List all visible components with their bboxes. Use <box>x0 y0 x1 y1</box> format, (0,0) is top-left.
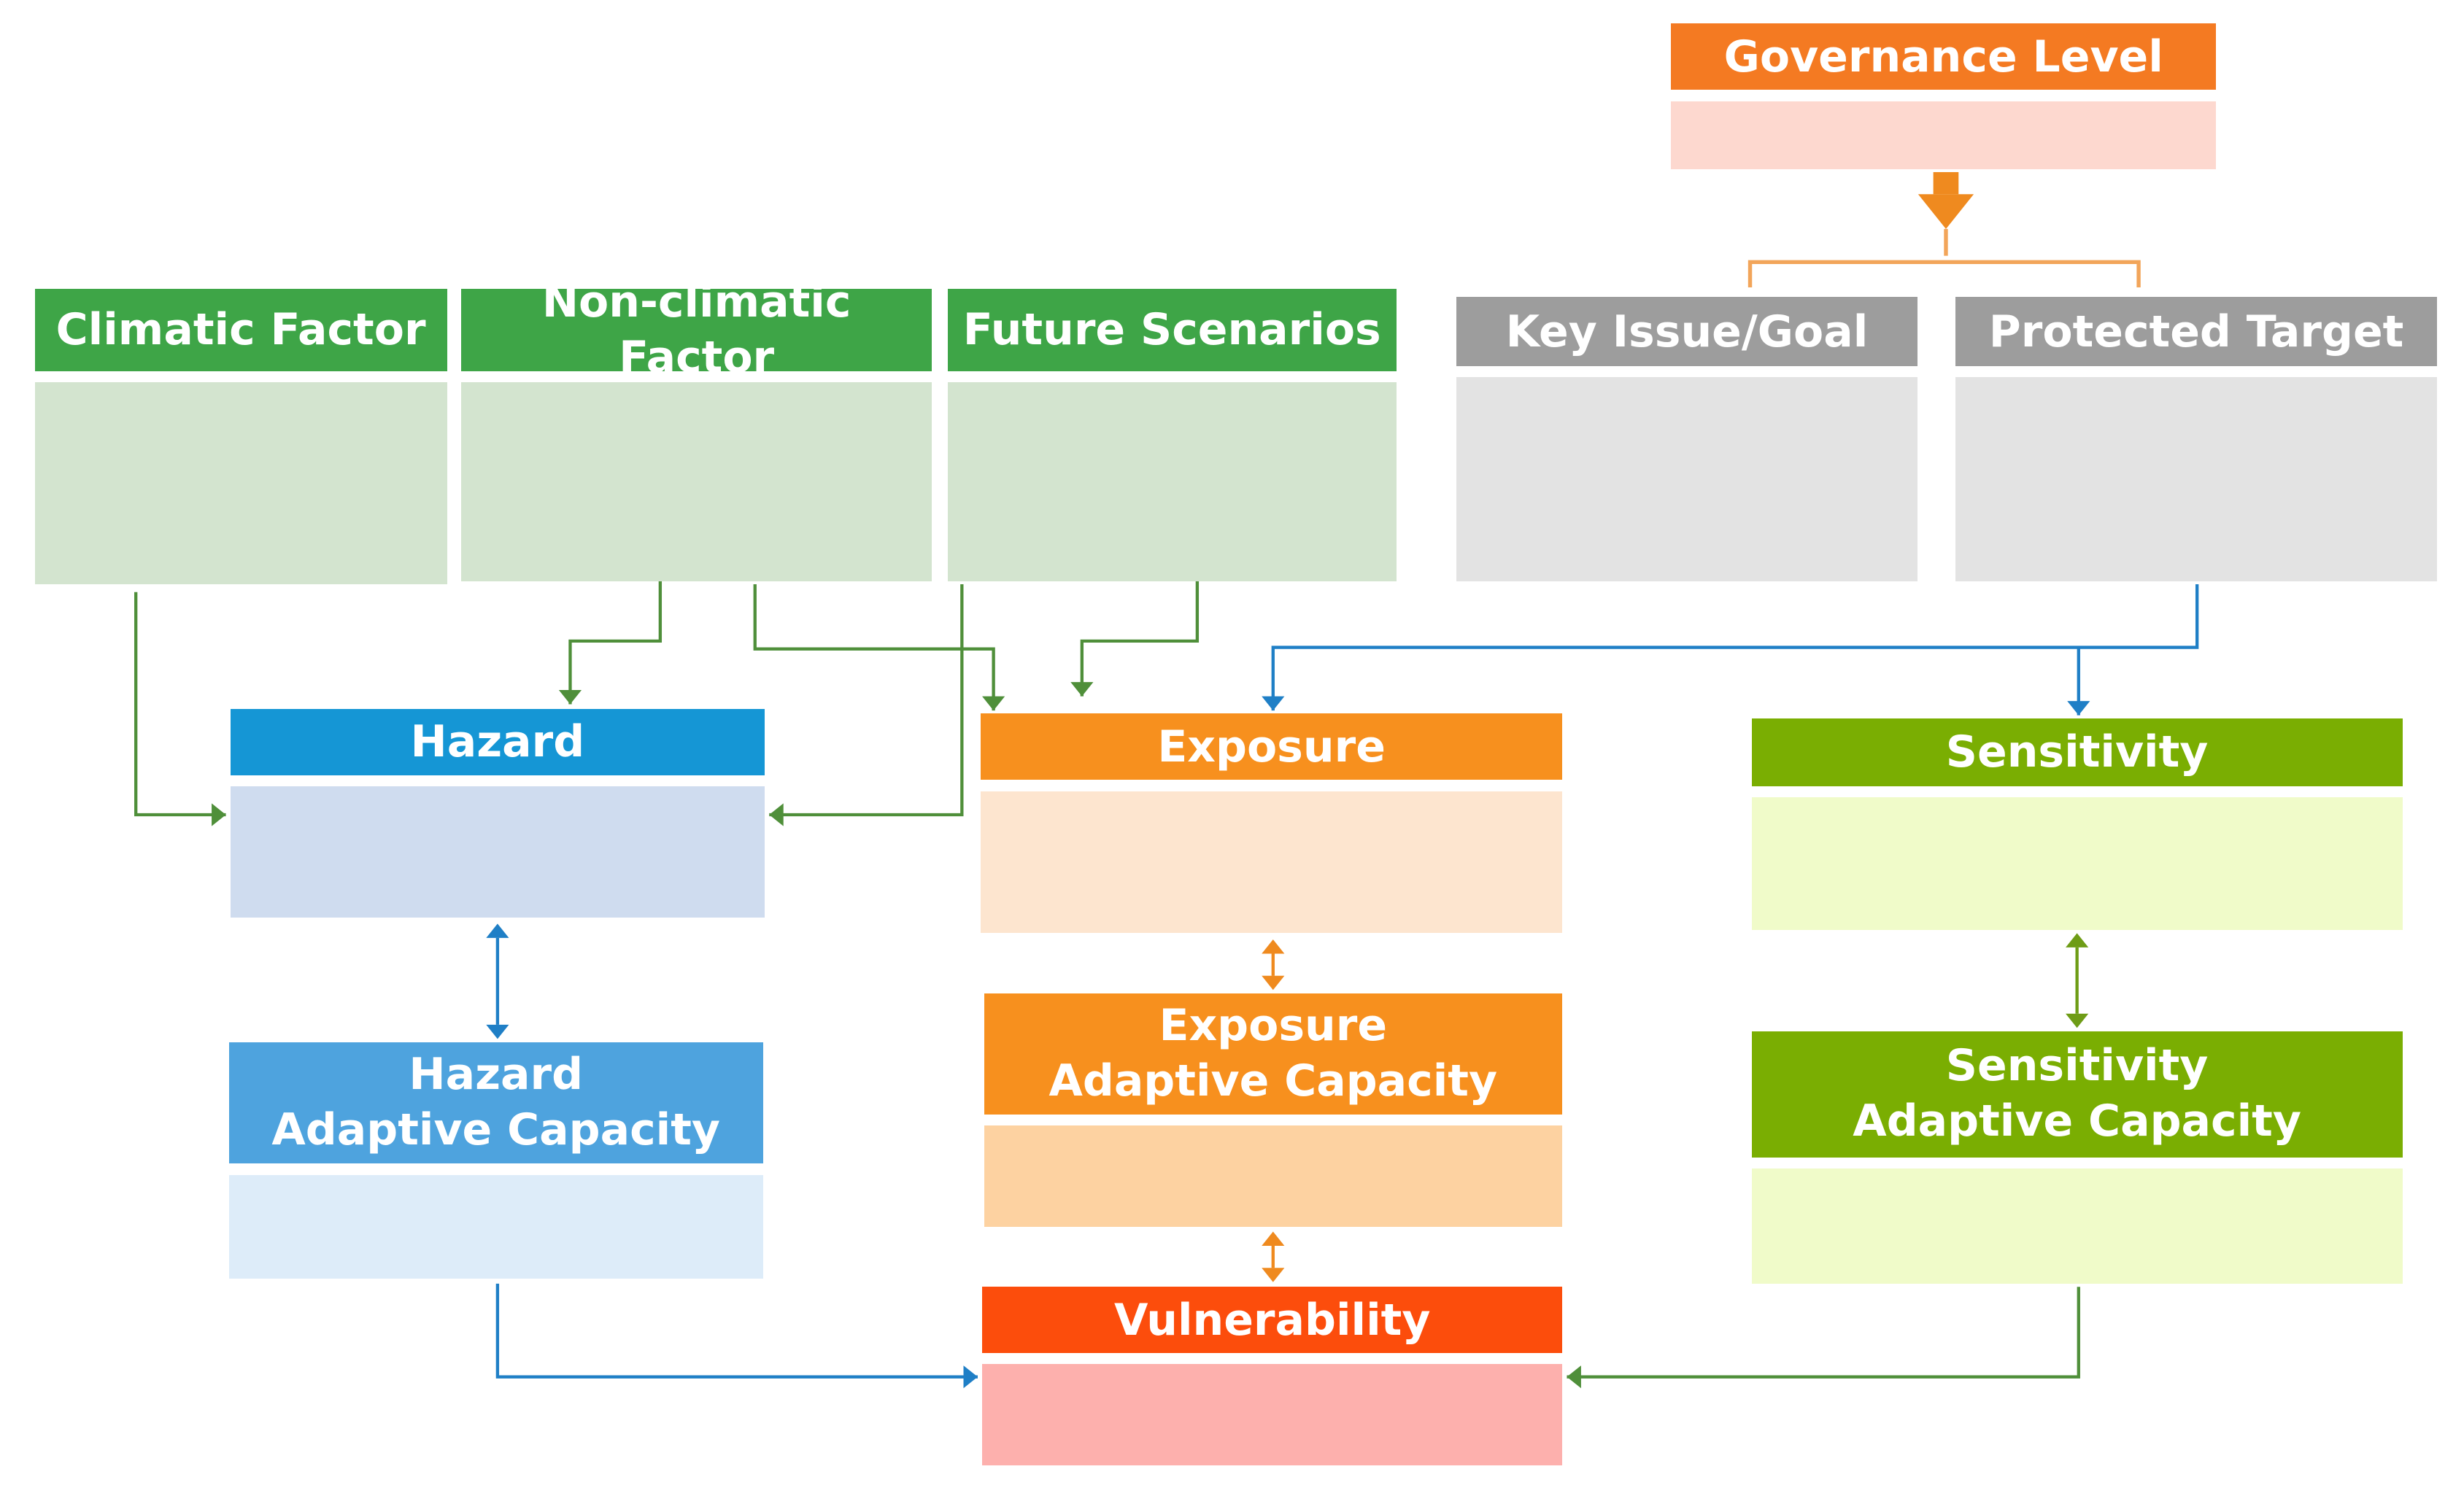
governance-level-body <box>1671 101 2217 169</box>
exposure-header: Exposure <box>981 713 1562 780</box>
arrowhead-0 <box>1917 194 1974 229</box>
vulnerability-box: Vulnerability <box>982 1287 1562 1465</box>
arrowhead-14 <box>2066 933 2089 947</box>
arrowhead-2 <box>558 689 582 705</box>
exposure-body <box>981 791 1562 934</box>
link-future-exposure <box>1080 578 1200 697</box>
exposure-adaptive-capacity-header: Exposure Adaptive Capacity <box>984 993 1562 1115</box>
link-climatic-hazard <box>134 592 226 817</box>
link-future-hazard <box>769 584 964 817</box>
exposure-adaptive-capacity-body <box>984 1125 1562 1227</box>
arrowhead-16 <box>963 1365 978 1389</box>
sensitivity-body <box>1751 797 2403 931</box>
arrowhead-6 <box>1262 696 1285 711</box>
hazard-header: Hazard <box>231 708 765 775</box>
arrowhead-3 <box>982 696 1005 711</box>
arrowhead-15 <box>2066 1013 2089 1028</box>
key-issue-goal-box: Key Issue/Goal <box>1456 296 1917 581</box>
future-scenarios-body <box>947 381 1397 581</box>
arrowhead-10 <box>1262 939 1285 954</box>
bracket-top <box>1747 260 2141 287</box>
arrowhead-9 <box>486 1024 509 1039</box>
arrowhead-4 <box>769 803 784 826</box>
link-hazard-ac-vulnerability <box>495 1283 978 1379</box>
arrowhead-1 <box>212 803 226 826</box>
key-issue-goal-body <box>1456 377 1917 581</box>
non-climatic-factor-body <box>461 381 932 581</box>
vulnerability-body <box>982 1364 1562 1465</box>
link-nonclimatic-hazard <box>568 574 663 705</box>
key-issue-goal-header: Key Issue/Goal <box>1456 296 1917 367</box>
arrowhead-8 <box>486 923 509 938</box>
non-climatic-factor-box: Non-climatic Factor <box>461 276 932 581</box>
governance-arrow-shaft <box>1933 171 1959 195</box>
protected-target-box: Protected Target <box>1955 296 2438 581</box>
arrowhead-17 <box>1567 1365 1581 1389</box>
link-sensitivity-ac-vulnerability <box>1567 1287 2080 1379</box>
link-protected-exposure <box>1271 584 2199 711</box>
governance-level-header: Governance Level <box>1671 23 2217 90</box>
protected-target-header: Protected Target <box>1955 296 2438 367</box>
sensitivity-box: Sensitivity <box>1751 718 2403 931</box>
sensitivity-adaptive-capacity-box: Sensitivity Adaptive Capacity <box>1751 1031 2403 1284</box>
sensitivity-adaptive-capacity-header: Sensitivity Adaptive Capacity <box>1751 1031 2403 1158</box>
hazard-adaptive-capacity-box: Hazard Adaptive Capacity <box>228 1042 763 1279</box>
sensitivity-header: Sensitivity <box>1751 718 2403 787</box>
link-nonclimatic-exposure <box>753 584 995 711</box>
exposure-adaptive-capacity-box: Exposure Adaptive Capacity <box>984 993 1562 1227</box>
hazard-adaptive-capacity-body <box>228 1174 763 1279</box>
arrowhead-11 <box>1262 975 1285 991</box>
exposure-box: Exposure <box>981 713 1562 934</box>
hazard-body <box>231 786 765 918</box>
climatic-factor-header: Climatic Factor <box>34 289 447 371</box>
vulnerability-header: Vulnerability <box>982 1287 1562 1354</box>
arrowhead-13 <box>1262 1268 1285 1282</box>
non-climatic-factor-header: Non-climatic Factor <box>461 276 932 383</box>
climatic-factor-body <box>34 381 447 584</box>
arrowhead-7 <box>2067 701 2090 716</box>
protected-target-body <box>1955 377 2438 581</box>
hazard-box: Hazard <box>231 708 765 918</box>
future-scenarios-box: Future Scenarios <box>947 289 1397 581</box>
arrowhead-12 <box>1262 1231 1285 1246</box>
hazard-adaptive-capacity-header: Hazard Adaptive Capacity <box>228 1042 763 1164</box>
climatic-factor-box: Climatic Factor <box>34 289 447 584</box>
future-scenarios-header: Future Scenarios <box>947 289 1397 371</box>
governance-level-box: Governance Level <box>1671 23 2217 169</box>
arrowhead-5 <box>1070 682 1094 697</box>
sensitivity-adaptive-capacity-body <box>1751 1168 2403 1284</box>
